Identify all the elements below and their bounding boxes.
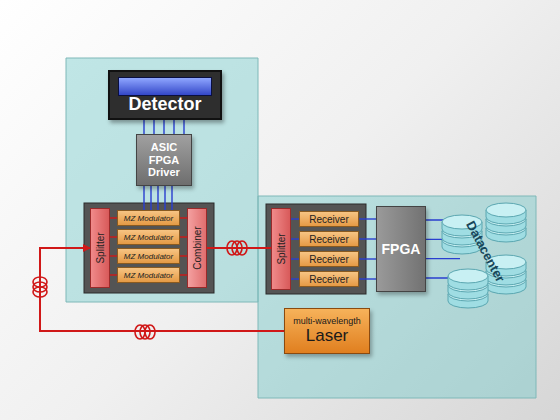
- signal-wire: [110, 236, 117, 237]
- optical-fiber: [40, 248, 284, 331]
- node-label: FPGA: [382, 241, 421, 257]
- comb-box: Combiner: [187, 208, 207, 288]
- signal-wire: [359, 278, 376, 279]
- laser-box: multi-wavelengthLaser: [284, 308, 370, 354]
- left-board: [66, 58, 258, 302]
- fpga-box: FPGA: [376, 206, 426, 292]
- node-label: Receiver: [309, 234, 348, 245]
- signal-wire: [180, 255, 187, 256]
- detector-screen: [118, 77, 212, 96]
- node-label: MZ Modulator: [124, 233, 173, 242]
- modulator-board: [84, 203, 214, 293]
- signal-wire: [180, 217, 187, 218]
- signal-wire: [144, 186, 172, 210]
- signal-wire: [110, 274, 117, 275]
- signal-wire: [110, 217, 117, 218]
- node-label: Detector: [128, 94, 201, 115]
- mod-box: MZ Modulator: [117, 229, 180, 245]
- mod-box: MZ Modulator: [117, 210, 180, 226]
- drv-box: ASIC FPGA Driver: [136, 134, 192, 186]
- signal-wire: [291, 218, 299, 219]
- signal-wire: [180, 236, 187, 237]
- right-board: [258, 196, 536, 398]
- rcv-box: Receiver: [299, 251, 359, 267]
- signal-wire: [359, 218, 376, 219]
- fiber-coil: [33, 241, 247, 339]
- signal-wire: [110, 255, 117, 256]
- node-label: Receiver: [309, 254, 348, 265]
- det-box: Detector: [108, 70, 222, 120]
- signal-wire: [359, 238, 376, 239]
- node-label: Splitter: [95, 232, 106, 263]
- node-label: ASIC FPGA Driver: [139, 141, 189, 179]
- node-label: MZ Modulator: [124, 271, 173, 280]
- signal-wire: [291, 278, 299, 279]
- rcv-box: Receiver: [299, 231, 359, 247]
- mod-box: MZ Modulator: [117, 267, 180, 283]
- dc-box: Datacenter: [440, 192, 532, 310]
- receiver-board: [266, 204, 366, 294]
- rcv-box: Receiver: [299, 211, 359, 227]
- signal-wire: [359, 258, 376, 259]
- node-label: MZ Modulator: [124, 252, 173, 261]
- node-label: Receiver: [309, 274, 348, 285]
- node-label: Laser: [306, 326, 349, 346]
- node-label: MZ Modulator: [124, 214, 173, 223]
- node-label: Combiner: [192, 226, 203, 269]
- optical-fiber: [207, 247, 271, 249]
- signal-wire: [144, 120, 184, 134]
- split-box: Splitter: [90, 208, 110, 288]
- node-label: Receiver: [309, 214, 348, 225]
- rcv-box: Receiver: [299, 271, 359, 287]
- signal-wire: [291, 238, 299, 239]
- signal-wire: [180, 274, 187, 275]
- node-label: Splitter: [276, 233, 287, 264]
- split-box: Splitter: [271, 208, 291, 290]
- node-label: multi-wavelength: [293, 316, 361, 326]
- signal-wire: [291, 258, 299, 259]
- mod-box: MZ Modulator: [117, 248, 180, 264]
